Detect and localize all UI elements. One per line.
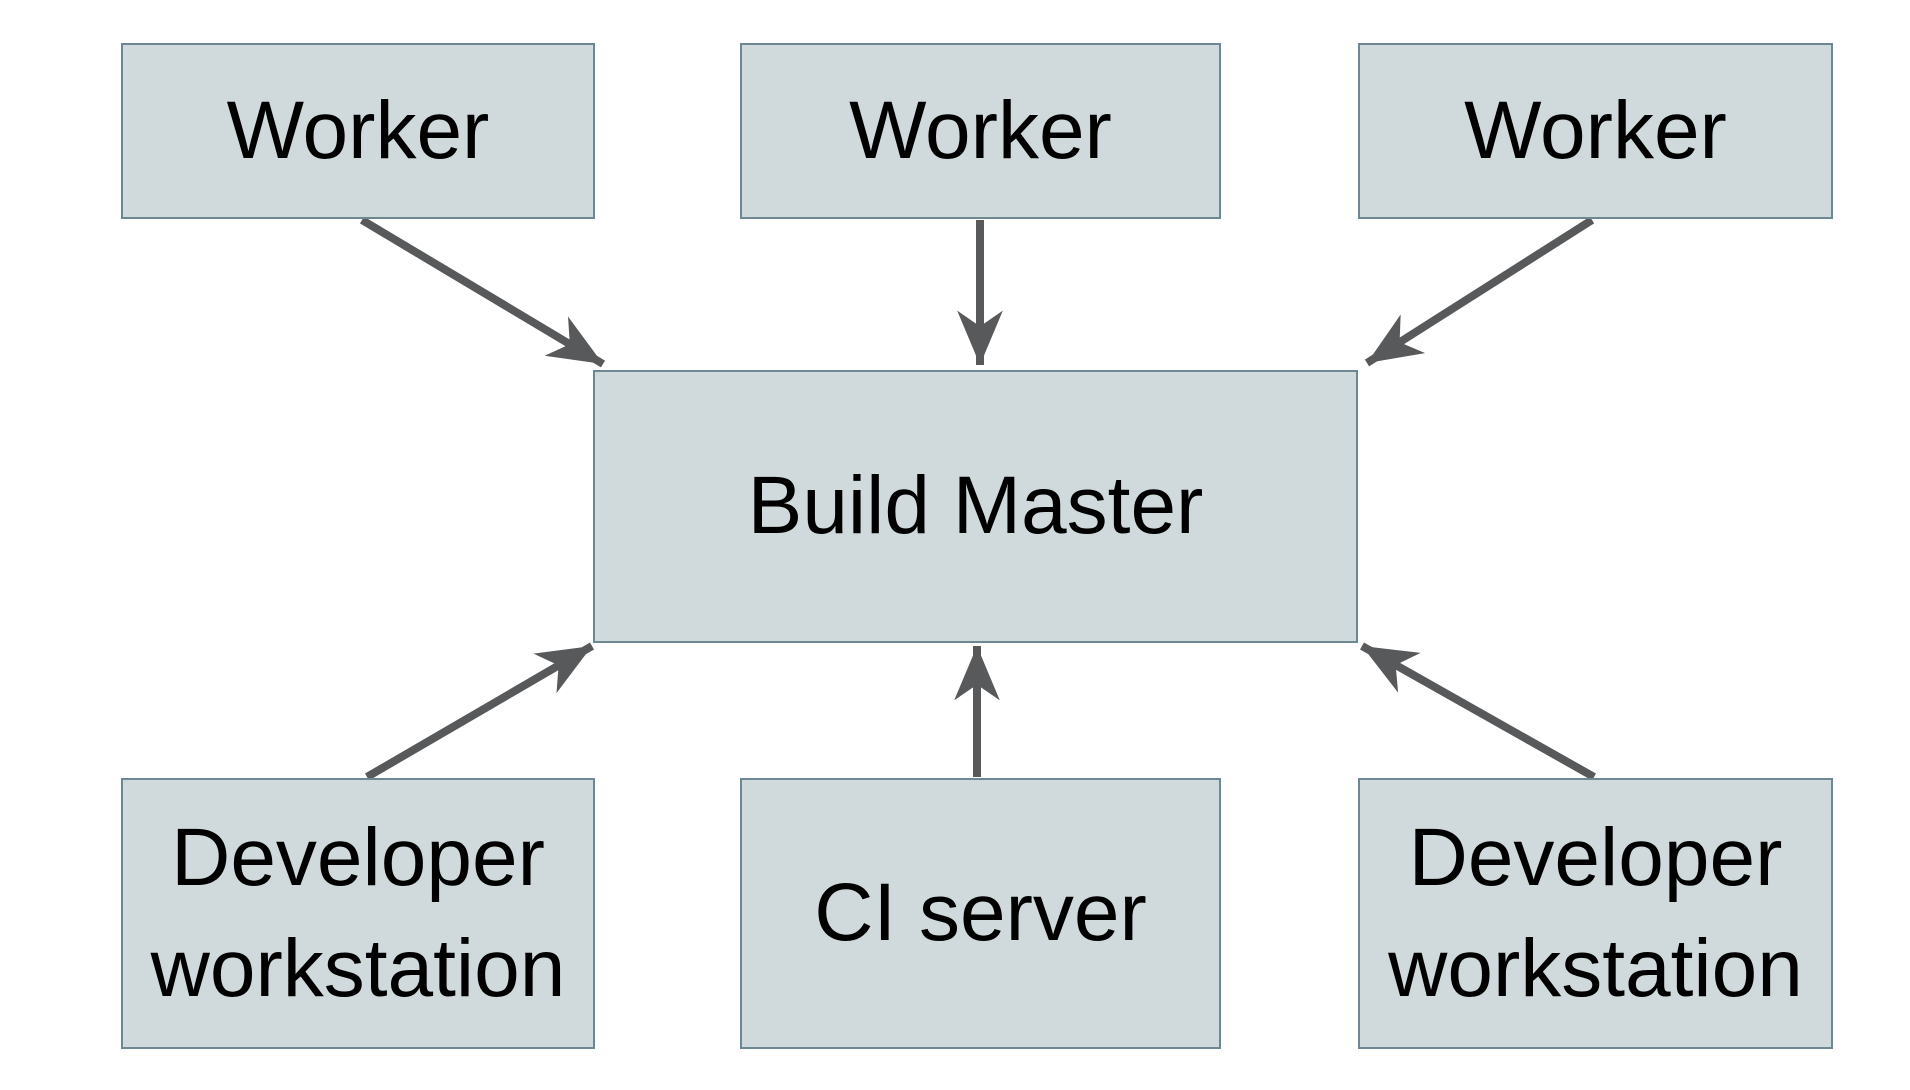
node-developer-workstation-right: Developer workstation [1358,778,1833,1049]
node-label: Worker [849,84,1112,176]
node-label: CI server [814,867,1147,959]
node-developer-workstation-left: Developer workstation [121,778,595,1049]
node-build-master: Build Master [593,370,1358,643]
edge-developer-workstation-left-to-build-master [364,642,595,781]
edge-worker-1-to-build-master [359,216,606,368]
node-label: Developer workstation [1388,811,1803,1014]
node-worker-2: Worker [740,43,1221,219]
edge-worker-3-to-build-master [1364,216,1595,367]
node-label: Build Master [747,460,1204,552]
edge-developer-workstation-right-to-build-master [1360,642,1596,781]
node-worker-1: Worker [121,43,595,219]
node-label: Worker [1464,84,1727,176]
node-ci-server: CI server [740,778,1221,1049]
node-label: Worker [226,84,490,176]
node-label: Developer workstation [150,811,566,1014]
node-worker-3: Worker [1358,43,1833,219]
